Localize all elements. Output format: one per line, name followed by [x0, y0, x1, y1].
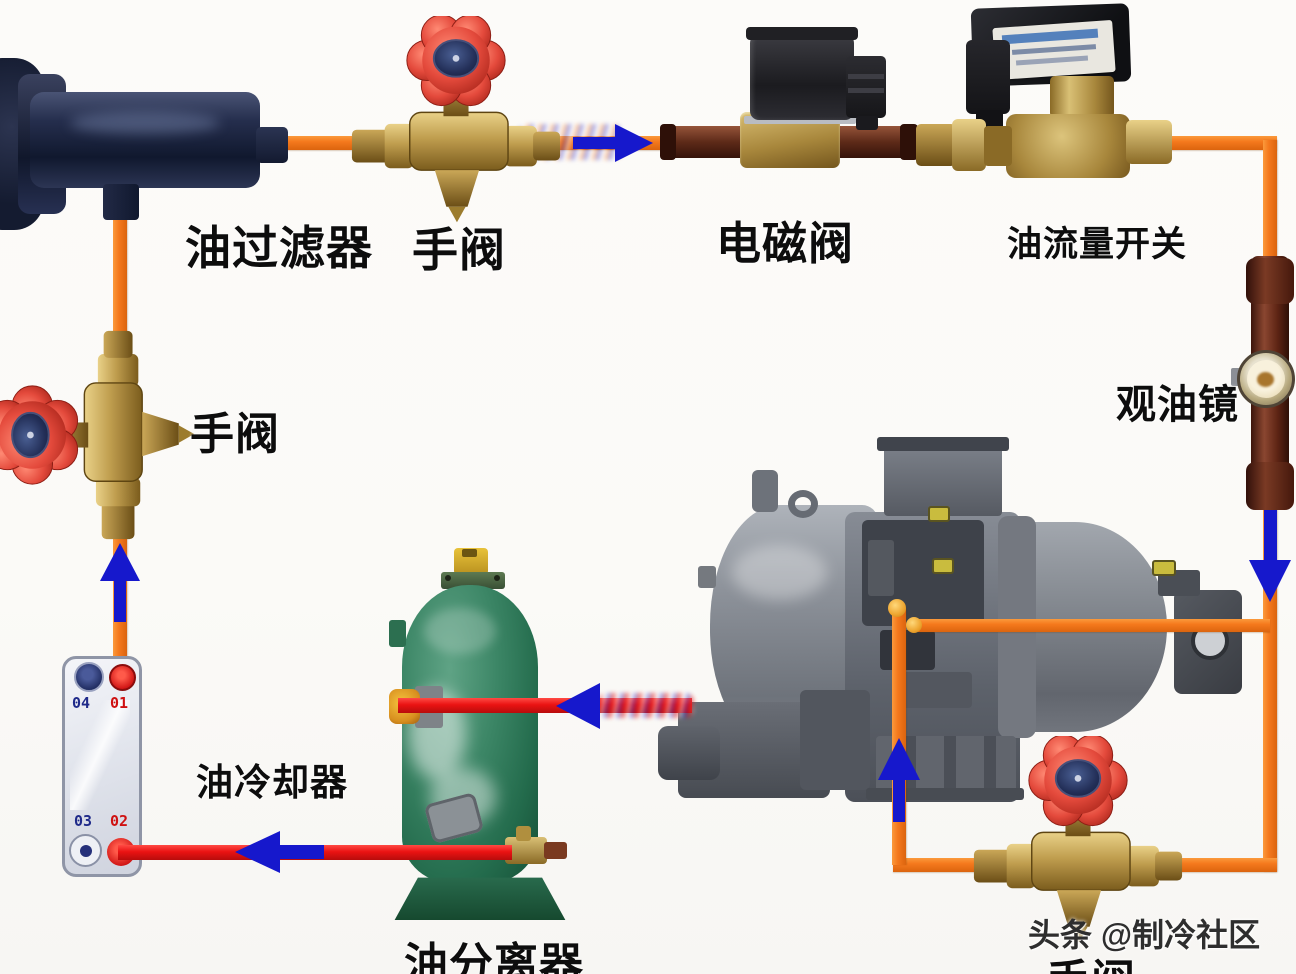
sight-glass-side-stub [1231, 368, 1241, 386]
separator-dome-highlight [424, 608, 496, 654]
label-solenoid-valve: 电磁阀 [716, 218, 855, 269]
flow-switch-connector [966, 40, 1010, 114]
cooler-port-top-right [109, 664, 136, 691]
compressor-left-stub [698, 566, 716, 588]
flow-arrow-down-stem [1264, 508, 1277, 562]
pipe-joint-dot-upper [888, 599, 906, 617]
label-oil-flow-switch: 油流量开关 [1007, 225, 1188, 264]
compressor-valve-yellow-3 [1152, 560, 1176, 576]
sight-glass-socket-top [1246, 258, 1294, 304]
compressor-valve-yellow-1 [928, 506, 950, 522]
label-oil-separator: 油分离器 [404, 940, 584, 974]
label-hand-valve-bottom: 手阀 [1046, 945, 1136, 974]
solenoid-coil [750, 34, 854, 120]
cooler-port-bottom-left [69, 834, 102, 867]
separator-drain-handle [516, 826, 531, 841]
compressor-lifting-lug [752, 470, 778, 512]
compressor-terminal-box-lid [877, 437, 1009, 451]
flow-switch-right-fitting [1126, 120, 1172, 164]
label-hand-valve-left: 手阀 [190, 410, 280, 459]
separator-base [394, 877, 566, 920]
compressor-pump-cylinder [658, 726, 720, 780]
pipe-right-vertical-upper [1263, 140, 1277, 264]
compressor-terminal-box [884, 446, 1002, 516]
pipe-compressor-right-horizontal [918, 619, 1270, 632]
separator-drain-valve [505, 837, 547, 864]
flow-arrow-up-left-stem [114, 579, 126, 622]
pipe-artifact-blur-mid [598, 693, 694, 718]
flow-switch-left-collar [984, 126, 1012, 166]
solenoid-tube-cap-left [660, 124, 676, 160]
oil-filter-body-sheen [70, 112, 220, 134]
label-oil-filter: 油过滤器 [185, 222, 373, 274]
cooler-port-label-top-right: 01 [110, 694, 129, 712]
compressor-motor-sheen [732, 545, 827, 600]
solenoid-connector [846, 56, 886, 118]
compressor-pump-block2 [800, 690, 870, 790]
compressor-detail-2 [900, 672, 972, 708]
separator-drain-tip [544, 842, 567, 859]
cooler-port-top-left [74, 662, 104, 692]
pipe-joint-dot-lower [906, 617, 922, 633]
flow-arrow-left-cooler-icon [235, 831, 280, 873]
cooler-port-label-bottom-right: 02 [110, 812, 129, 830]
compressor-detail-1 [880, 630, 935, 670]
watermark-text: 头条 @制冷社区 [1028, 917, 1261, 953]
flow-arrow-left-separator-icon [556, 683, 600, 729]
hand-valve-top [350, 16, 562, 228]
flow-arrow-down-icon [1249, 560, 1291, 602]
compressor-lug-ring [788, 490, 818, 518]
flow-switch-left-nut2 [952, 119, 986, 171]
solenoid-base-plate [744, 116, 856, 124]
pipe-compressor-down-vertical [892, 608, 906, 865]
separator-flange-bolt-l [445, 575, 451, 581]
oil-filter-bottom-port [103, 184, 139, 220]
flow-arrow-up-compressor-stem [893, 780, 905, 822]
solenoid-connector-ridge2 [848, 88, 884, 93]
label-oil-cooler: 油冷却器 [196, 762, 348, 803]
separator-cap-top [462, 549, 477, 557]
hand-valve-left [0, 329, 200, 541]
label-hand-valve-top: 手阀 [412, 224, 506, 276]
compressor-valve-yellow-2 [932, 558, 954, 574]
flow-arrow-up-left-icon [100, 543, 140, 581]
flow-arrow-up-compressor-icon [878, 738, 920, 780]
oil-filter-outlet [256, 127, 288, 163]
flow-switch-tee-body [1006, 114, 1130, 178]
separator-flange-bolt-r [494, 575, 500, 581]
flow-switch-left-nut [916, 124, 956, 166]
cooler-plate-sheen [70, 700, 130, 810]
solenoid-connector-ridge [848, 74, 884, 79]
separator-flange [441, 572, 505, 589]
oil-filter-body [30, 92, 260, 188]
cooler-port-label-top-left: 04 [72, 694, 91, 712]
cooler-port-bottom-left-core [80, 845, 92, 857]
compressor-detail-3 [868, 540, 894, 596]
flow-switch-stem [1050, 76, 1114, 118]
solenoid-tube-cap-right [900, 124, 918, 160]
solenoid-coil-top [746, 27, 858, 40]
cooler-port-label-bottom-left: 03 [74, 812, 93, 830]
label-sight-glass: 观油镜 [1116, 383, 1239, 427]
flow-arrow-right-icon [615, 124, 653, 162]
flow-arrow-right-stem [573, 137, 617, 149]
sight-glass-oil-blob [1257, 372, 1274, 387]
separator-left-nozzle [389, 620, 406, 647]
solenoid-connector-stub [856, 116, 878, 130]
sight-glass-socket-bottom [1246, 462, 1294, 510]
flow-arrow-left-cooler-stem [278, 845, 324, 859]
